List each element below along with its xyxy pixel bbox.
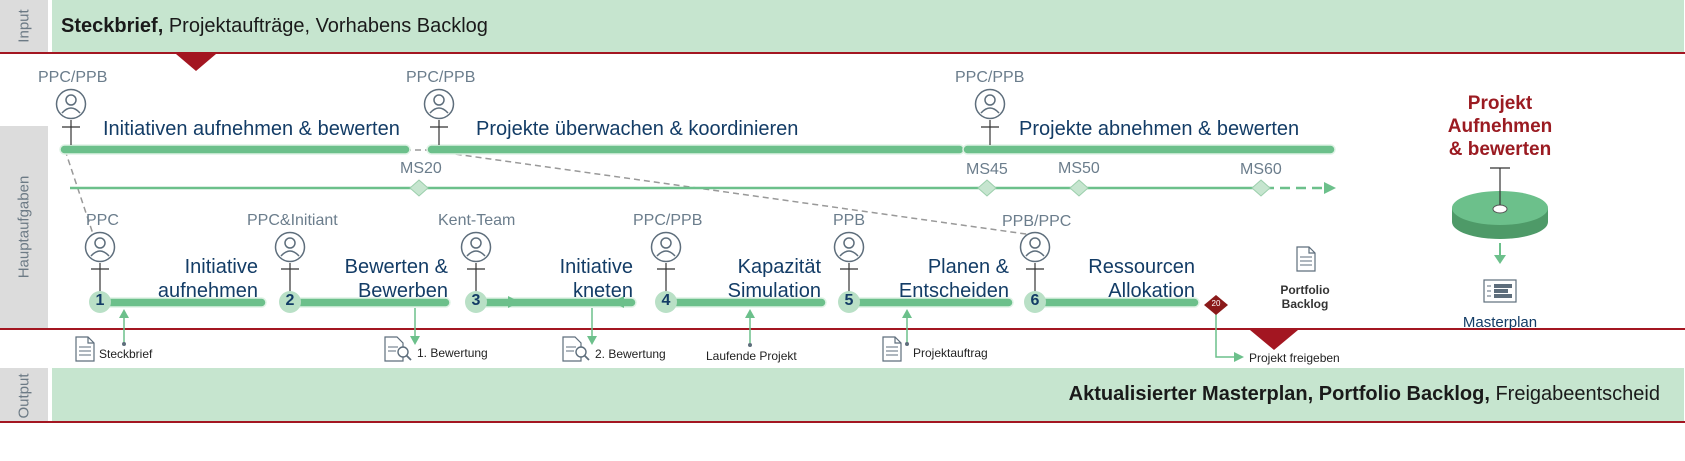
projekt-freigeben-label: Projekt freigeben [1249, 351, 1340, 365]
step-5-title: Planen &Entscheiden [898, 256, 1009, 302]
milestone-timeline [70, 179, 1336, 197]
milestone-ms50: MS50 [1058, 160, 1100, 177]
steckbrief-doc-icon [75, 336, 95, 362]
projektauftrag-label: Projektauftrag [913, 346, 988, 360]
input-text: Steckbrief, Projektaufträge, Vorhabens B… [61, 15, 488, 37]
phase-1-title: Initiativen aufnehmen & bewerten [103, 118, 400, 140]
output-marker [1250, 330, 1298, 350]
gate-number: 20 [1211, 299, 1221, 308]
step-bars [99, 296, 1200, 308]
input-divider [0, 52, 1685, 54]
projekt-disk [1452, 167, 1548, 239]
artifact-dots [122, 342, 909, 347]
step-1-number: 1 [95, 292, 105, 309]
output-divider-bottom [0, 421, 1685, 423]
laufende-projekt-label: Laufende Projekt [706, 349, 797, 363]
input-marker [176, 54, 216, 71]
step-6-role: PPB/PPC [1002, 213, 1072, 230]
step-5-number: 5 [844, 292, 854, 309]
bewertung1-label: 1. Bewertung [417, 346, 488, 360]
phase-2-title: Projekte überwachen & koordinieren [476, 118, 799, 140]
output-divider-top [0, 328, 1685, 330]
phase-role-icons [55, 88, 1006, 145]
input-side-label: Input [0, 0, 48, 52]
portfolio-backlog-doc-icon [1296, 246, 1316, 272]
steckbrief-label: Steckbrief [99, 347, 153, 361]
masterplan-label: Masterplan [1462, 314, 1538, 331]
milestone-ms20: MS20 [400, 160, 442, 177]
milestone-ms60: MS60 [1240, 161, 1282, 178]
gate-diamond [1204, 295, 1228, 315]
step-2-title: Bewerten &Bewerben [344, 256, 448, 302]
step-1-role: PPC [86, 212, 119, 229]
phase-3-title: Projekte abnehmen & bewerten [1019, 118, 1300, 140]
output-text: Aktualisierter Masterplan, Portfolio Bac… [1068, 383, 1660, 405]
main-side-label: Hauptaufgaben [0, 126, 48, 328]
projektauftrag-doc-icon [882, 336, 902, 362]
milestone-ms45: MS45 [966, 161, 1008, 178]
output-side-label: Output [0, 368, 48, 423]
step-6-number: 6 [1030, 292, 1040, 309]
artifact-arrows [119, 308, 1244, 362]
phase-1-role: PPC/PPB [38, 69, 108, 86]
input-band: Steckbrief, Projektaufträge, Vorhabens B… [52, 0, 1684, 52]
step-role-icons [84, 231, 1051, 292]
bewertung1-doc-search-icon [384, 336, 412, 362]
step-2-number: 2 [285, 292, 295, 309]
down-arrow [1494, 243, 1506, 264]
masterplan-icon [1483, 279, 1517, 303]
step-4-number: 4 [661, 292, 671, 309]
output-band: Aktualisierter Masterplan, Portfolio Bac… [52, 368, 1684, 421]
bewertung2-doc-search-icon [562, 336, 590, 362]
step-4-role: PPC/PPB [633, 212, 703, 229]
step-2-role: PPC&Initiant [247, 212, 338, 229]
bewertung2-label: 2. Bewertung [595, 347, 666, 361]
phase-bars [59, 144, 1336, 155]
step-3-role: Kent-Team [438, 212, 516, 229]
step-3-number: 3 [471, 292, 481, 309]
dashed-connector [425, 149, 1034, 236]
phase-2-role: PPC/PPB [406, 69, 476, 86]
step-number-circles [89, 291, 1046, 313]
phase-3-role: PPC/PPB [955, 69, 1025, 86]
step-5-role: PPB [833, 212, 866, 229]
